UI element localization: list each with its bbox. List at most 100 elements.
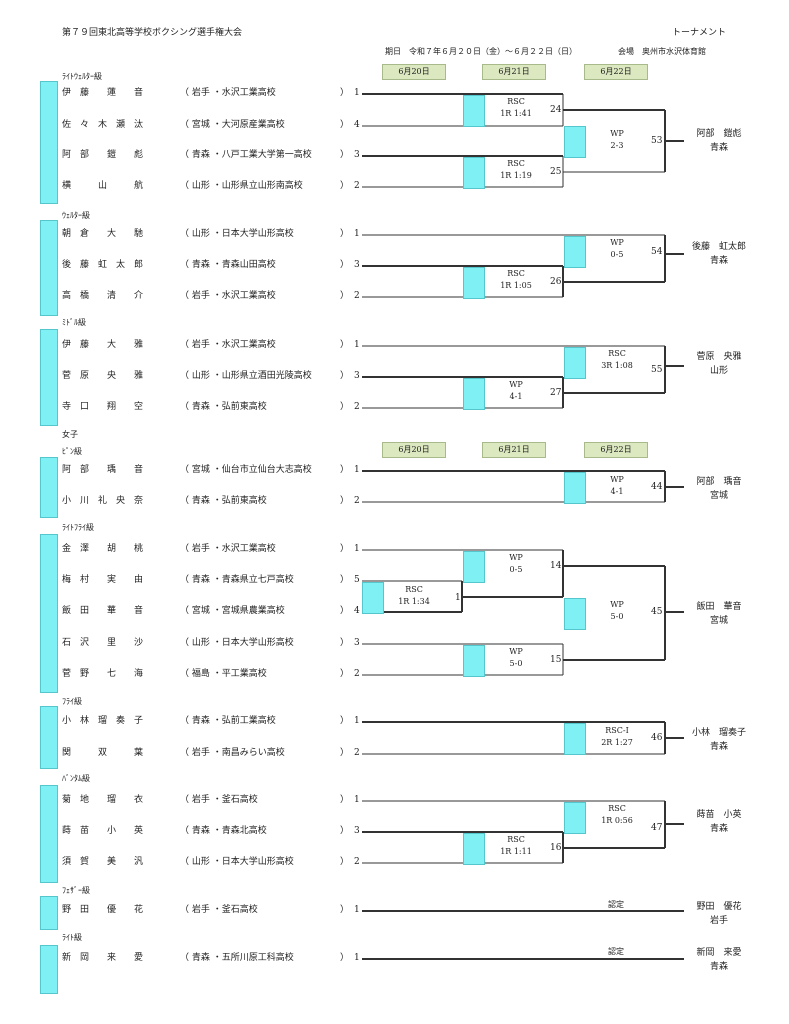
bout-result-walkover: 認定	[608, 947, 624, 956]
paren-close: ）	[340, 606, 350, 616]
boxer-school: （ 山形 ・日本大学山形高校	[180, 857, 294, 867]
boxer-school: （ 岩手 ・水沢工業高校	[180, 340, 276, 350]
seed-number: 1	[354, 716, 360, 726]
bout-number: 27	[550, 388, 562, 398]
boxer-name: 新 岡 来 愛	[62, 953, 144, 963]
boxer-name: 佐 々 木 瀬 汰	[62, 120, 144, 130]
seed-number: 5	[354, 575, 360, 585]
bout-number: 24	[550, 105, 562, 115]
boxer-name: 寺 口 翔 空	[62, 402, 144, 412]
boxer-name: 野 田 優 花	[62, 905, 144, 915]
bout-marker	[564, 472, 586, 504]
winner: 阿部 鎧彪青森	[696, 129, 742, 153]
boxer-name: 朝 倉 大 馳	[62, 229, 144, 239]
class-block-light-welter	[40, 81, 58, 204]
class-block-light-fly	[40, 534, 58, 693]
boxer-school: （ 青森 ・青森北高校	[180, 826, 267, 836]
event-venue: 会場 奥州市水沢体育館	[618, 47, 706, 56]
class-block-fly	[40, 706, 58, 769]
class-label-bantam: ﾊﾞﾝﾀﾑ級	[62, 774, 90, 783]
boxer-name: 伊 藤 蓮 音	[62, 88, 144, 98]
bout-result-walkover: 認定	[608, 900, 624, 909]
seed-number: 1	[354, 905, 360, 915]
boxer-school: （ 山形 ・山形県立酒田光陵高校	[180, 371, 312, 381]
paren-close: ）	[340, 88, 350, 98]
bout-marker	[463, 833, 485, 865]
winner: 蒔苗 小英青森	[696, 810, 742, 834]
tournament-label: トーナメント	[672, 28, 727, 38]
seed-number: 1	[354, 544, 360, 554]
winner: 小林 瑠奏子青森	[691, 728, 746, 752]
seed-number: 4	[354, 120, 360, 130]
winner: 菅原 央雅山形	[696, 352, 742, 376]
paren-close: ）	[340, 748, 350, 758]
class-block-light	[40, 945, 58, 994]
boxer-school: （ 福島 ・平工業高校	[180, 669, 267, 679]
boxer-school: （ 青森 ・弘前工業高校	[180, 716, 276, 726]
boxer-school: （ 青森 ・青森山田高校	[180, 260, 276, 270]
seed-number: 2	[354, 291, 360, 301]
bout-number: 47	[651, 823, 663, 833]
seed-number: 4	[354, 606, 360, 616]
bout-number: 44	[651, 482, 663, 492]
paren-close: ）	[340, 465, 350, 475]
paren-close: ）	[340, 716, 350, 726]
seed-number: 2	[354, 669, 360, 679]
bout-number: 14	[550, 561, 562, 571]
seed-number: 1	[354, 88, 360, 98]
bout-marker	[564, 236, 586, 268]
seed-number: 1	[354, 465, 360, 475]
bout-number: 53	[651, 136, 663, 146]
date-day2: 6月21日	[482, 64, 546, 80]
document-title: 第７９回東北高等学校ボクシング選手権大会	[62, 28, 243, 38]
seed-number: 2	[354, 857, 360, 867]
class-label-light-fly: ﾗｲﾄﾌﾗｲ級	[62, 523, 94, 532]
boxer-name: 菅 原 央 雅	[62, 371, 144, 381]
boxer-name: 阿 部 瑀 音	[62, 465, 144, 475]
class-block-pin	[40, 457, 58, 518]
bout-number: 1	[455, 593, 461, 603]
class-label-feather: ﾌｪｻﾞｰ級	[62, 886, 90, 895]
class-block-middle	[40, 329, 58, 426]
bout-marker	[564, 802, 586, 834]
paren-close: ）	[340, 953, 350, 963]
boxer-name: 関 双 葉	[62, 748, 144, 758]
bout-marker	[564, 723, 586, 755]
paren-close: ）	[340, 826, 350, 836]
paren-close: ）	[340, 260, 350, 270]
paren-close: ）	[340, 402, 350, 412]
seed-number: 2	[354, 181, 360, 191]
seed-number: 2	[354, 402, 360, 412]
boxer-name: 飯 田 華 音	[62, 606, 144, 616]
bout-marker	[463, 95, 485, 127]
boxer-name: 阿 部 鎧 彪	[62, 150, 144, 160]
paren-close: ）	[340, 905, 350, 915]
boxer-name: 小 川 礼 央 奈	[62, 496, 144, 506]
boxer-school: （ 宮城 ・宮城県農業高校	[180, 606, 285, 616]
bout-marker	[564, 347, 586, 379]
bout-number: 46	[651, 733, 663, 743]
boxer-name: 金 澤 胡 桃	[62, 544, 144, 554]
boxer-school: （ 宮城 ・仙台市立仙台大志高校	[180, 465, 312, 475]
seed-number: 1	[354, 795, 360, 805]
paren-close: ）	[340, 371, 350, 381]
paren-close: ）	[340, 340, 350, 350]
boxer-name: 小 林 瑠 奏 子	[62, 716, 144, 726]
boxer-school: （ 山形 ・日本大学山形高校	[180, 229, 294, 239]
bout-marker	[463, 157, 485, 189]
date-day2-women: 6月21日	[482, 442, 546, 458]
paren-close: ）	[340, 181, 350, 191]
bout-marker	[564, 598, 586, 630]
bout-number: 26	[550, 277, 562, 287]
class-label-fly: ﾌﾗｲ級	[62, 697, 82, 706]
